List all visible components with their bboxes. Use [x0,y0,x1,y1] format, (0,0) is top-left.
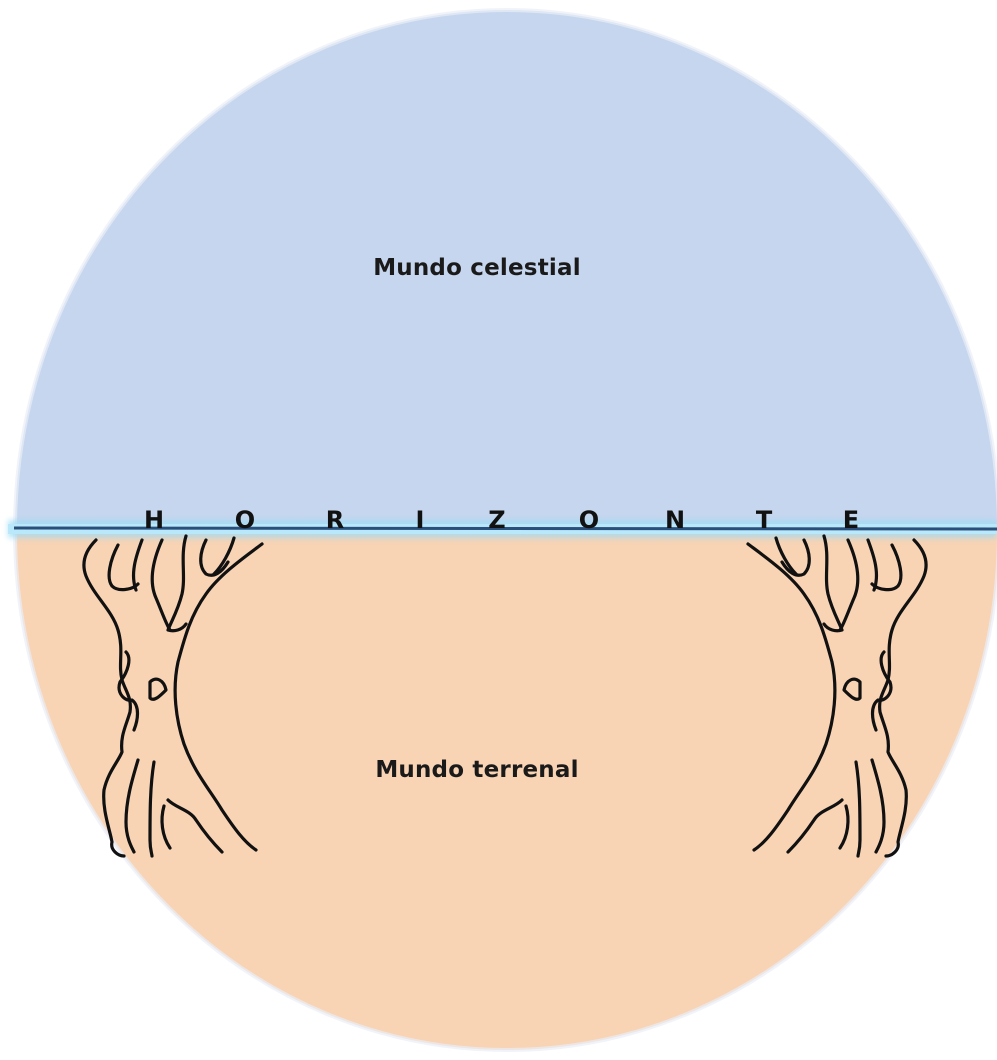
horizon-letter: O [574,506,604,534]
horizon-letter: I [405,506,435,534]
horizon-letter: R [320,506,350,534]
horizon-letter: Z [482,506,512,534]
horizon-letter: T [749,506,779,534]
horizon-letter: E [836,506,866,534]
horizon-letter: N [660,506,690,534]
horizon-letter: O [230,506,260,534]
earth-label: Mundo terrenal [327,757,627,783]
sky-label: Mundo celestial [327,255,627,281]
horizon-letter: H [139,506,169,534]
